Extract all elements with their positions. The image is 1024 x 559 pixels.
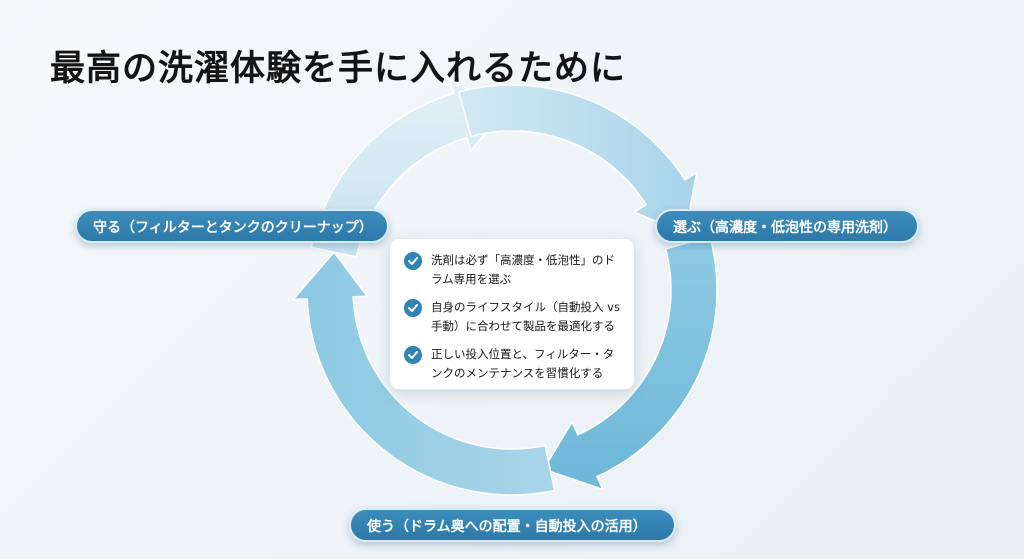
cycle-arrow-icon <box>458 84 698 235</box>
slide-title: 最高の洗濯体験を手に入れるために <box>50 49 627 89</box>
checklist-item: 正しい投入位置と、フィルター・タンクのメンテナンスを習慣化する <box>404 345 622 383</box>
cycle-arrow-icon <box>291 250 556 496</box>
checklist-item-text: 洗剤は必ず「高濃度・低泡性」のドラム専用を選ぶ <box>431 253 615 286</box>
check-circle-icon <box>404 299 422 317</box>
checklist-item-text: 自身のライフスタイル（自動投入 vs 手動）に合わせて製品を最適化する <box>431 300 620 333</box>
check-circle-icon <box>404 346 422 364</box>
stage-protect: 守る（フィルターとタンクのクリーナップ） <box>75 209 389 243</box>
checklist-card: 洗剤は必ず「高濃度・低泡性」のドラム専用を選ぶ 自身のライフスタイル（自動投入 … <box>389 238 635 390</box>
checklist-item-text: 正しい投入位置と、フィルター・タンクのメンテナンスを習慣化する <box>431 347 615 380</box>
checklist-item: 洗剤は必ず「高濃度・低泡性」のドラム専用を選ぶ <box>404 251 622 289</box>
checklist-item: 自身のライフスタイル（自動投入 vs 手動）に合わせて製品を最適化する <box>404 298 622 336</box>
check-circle-icon <box>404 252 422 270</box>
stage-choose: 選ぶ（高濃度・低泡性の専用洗剤） <box>655 209 919 243</box>
stage-use: 使う（ドラム奥への配置・自動投入の活用） <box>349 508 676 542</box>
cycle-arrow-icon <box>542 236 718 491</box>
